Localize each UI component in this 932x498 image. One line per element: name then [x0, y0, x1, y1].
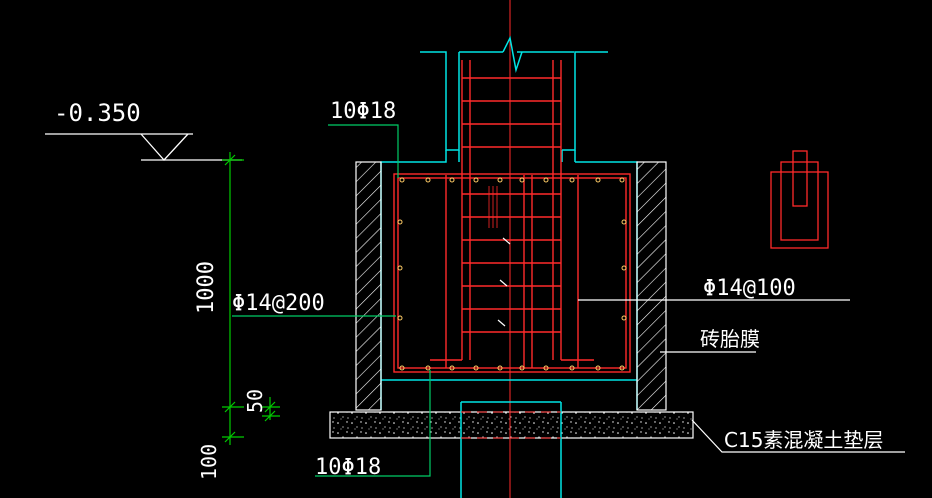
leader-lines: [232, 124, 431, 477]
rebar-bottom-label: 10Φ18: [315, 455, 381, 480]
rebar-tiny-annotation: [488, 186, 498, 228]
rebar-top-label: 10Φ18: [330, 99, 396, 124]
dim-cover-label: 50: [243, 389, 267, 413]
rebar-right-spacing-label: Φ14@100: [703, 276, 796, 301]
cushion-label: C15素混凝土垫层: [724, 428, 883, 452]
elevation-mark: [45, 133, 242, 161]
brick-mould-label: 砖胎膜: [700, 327, 760, 351]
rebar-cage: [393, 60, 631, 373]
break-symbol: [502, 35, 523, 73]
dimension-lines: [222, 152, 280, 445]
dim-height-label: 1000: [194, 261, 219, 314]
elevation-label: -0.350: [54, 99, 141, 127]
brick-mould-right: [636, 161, 667, 411]
column-outline: [380, 51, 638, 410]
dim-cushion-label: 100: [197, 444, 221, 480]
pile-dashed-lines: [461, 411, 561, 439]
rebar-hooks: [497, 237, 511, 327]
stirrup-detail-symbol: [770, 150, 829, 249]
concrete-cushion: [329, 411, 694, 439]
rebar-left-spacing-label: Φ14@200: [232, 291, 325, 316]
brick-mould-left: [355, 161, 382, 411]
leader-lines-white: [578, 299, 905, 453]
rebar-dots: [397, 177, 627, 371]
pile-below: [460, 401, 562, 498]
